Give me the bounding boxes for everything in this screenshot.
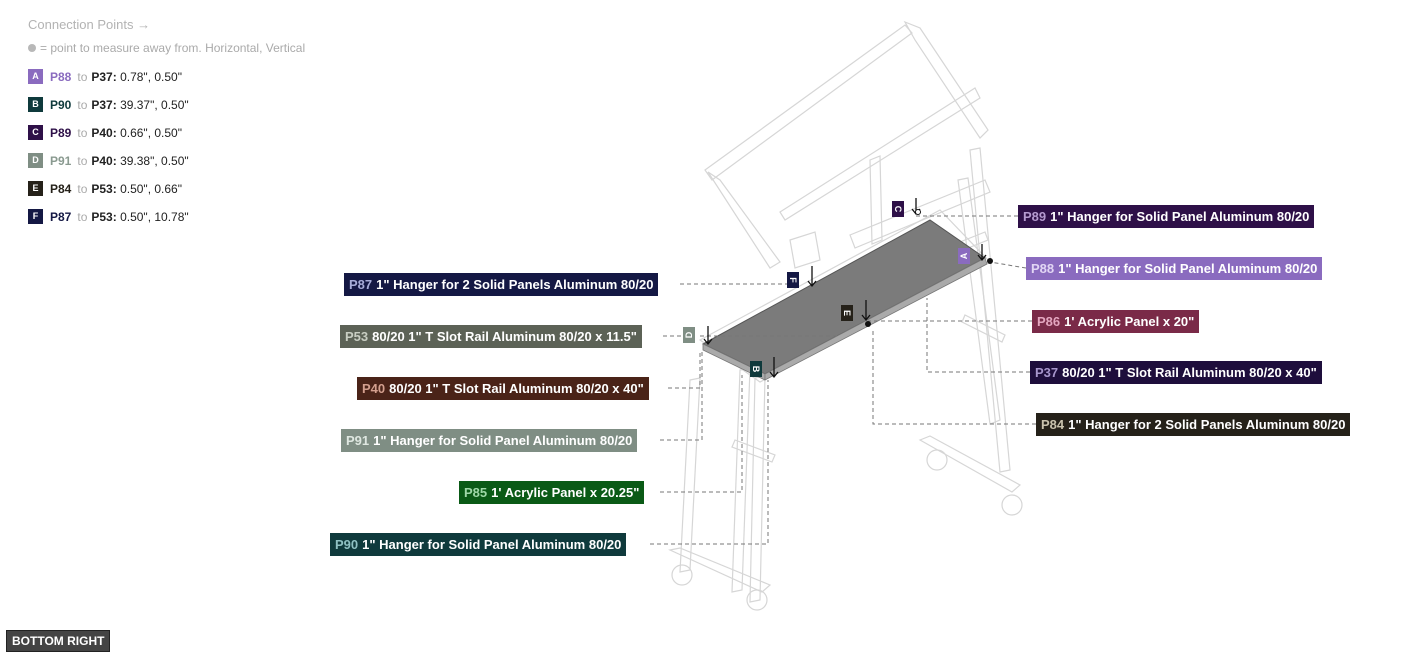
connection-to: P40: bbox=[91, 126, 117, 140]
marker-b[interactable]: B bbox=[750, 361, 762, 377]
connection-to-word: to bbox=[77, 70, 88, 84]
part-name: 80/20 1" T Slot Rail Aluminum 80/20 x 40… bbox=[1062, 365, 1317, 380]
connection-value: 39.37", 0.50" bbox=[120, 98, 189, 112]
part-id: P86 bbox=[1037, 314, 1061, 329]
part-id: P87 bbox=[349, 277, 373, 292]
part-name: 80/20 1" T Slot Rail Aluminum 80/20 x 11… bbox=[372, 329, 637, 344]
measure-dot-e bbox=[865, 321, 871, 327]
part-id: P37 bbox=[1035, 365, 1059, 380]
part-name: 1" Hanger for 2 Solid Panels Aluminum 80… bbox=[376, 277, 654, 292]
connection-to-word: to bbox=[77, 98, 88, 112]
part-name: 1' Acrylic Panel x 20.25" bbox=[491, 485, 640, 500]
connection-value: 39.38", 0.50" bbox=[120, 154, 189, 168]
connection-to: P53: bbox=[91, 210, 117, 224]
connection-to-word: to bbox=[77, 182, 88, 196]
part-id: P40 bbox=[362, 381, 386, 396]
part-name: 1" Hanger for Solid Panel Aluminum 80/20 bbox=[373, 433, 633, 448]
connection-from: P84 bbox=[50, 182, 72, 196]
leader-lines bbox=[650, 215, 1036, 545]
marker-a[interactable]: A bbox=[958, 248, 970, 264]
measure-dot-c bbox=[915, 209, 921, 215]
connection-from: P89 bbox=[50, 126, 72, 140]
part-name: 1" Hanger for 2 Solid Panels Aluminum 80… bbox=[1068, 417, 1346, 432]
connection-badge: D bbox=[28, 153, 43, 168]
measure-arrows bbox=[703, 198, 987, 379]
measure-dot-a bbox=[987, 258, 993, 264]
connection-value: 0.78", 0.50" bbox=[120, 70, 182, 84]
dot-icon bbox=[28, 44, 36, 52]
part-id: P84 bbox=[1041, 417, 1065, 432]
view-bottom-right-button[interactable]: BOTTOM RIGHT bbox=[6, 630, 111, 652]
connection-from: P90 bbox=[50, 98, 72, 112]
connection-badge: C bbox=[28, 125, 43, 140]
marker-d[interactable]: D bbox=[683, 327, 695, 343]
acrylic-panel-shape bbox=[701, 219, 986, 375]
part-id: P89 bbox=[1023, 209, 1047, 224]
part-name: 80/20 1" T Slot Rail Aluminum 80/20 x 40… bbox=[389, 381, 644, 396]
connection-to: P37: bbox=[91, 98, 117, 112]
connection-to-word: to bbox=[77, 126, 88, 140]
connection-from: P87 bbox=[50, 210, 72, 224]
connection-value: 0.50", 10.78" bbox=[120, 210, 189, 224]
legend-note-text: = point to measure away from. Horizontal… bbox=[40, 41, 306, 55]
marker-f[interactable]: F bbox=[787, 272, 799, 288]
part-name: 1" Hanger for Solid Panel Aluminum 80/20 bbox=[1058, 261, 1318, 276]
connection-badge: F bbox=[28, 209, 43, 224]
part-name: 1" Hanger for Solid Panel Aluminum 80/20 bbox=[1050, 209, 1310, 224]
connection-from: P91 bbox=[50, 154, 72, 168]
connection-to: P37: bbox=[91, 70, 117, 84]
connection-to: P40: bbox=[91, 154, 117, 168]
connection-badge: A bbox=[28, 69, 43, 84]
part-name: 1" Hanger for Solid Panel Aluminum 80/20 bbox=[362, 537, 622, 552]
part-id: P91 bbox=[346, 433, 370, 448]
part-id: P90 bbox=[335, 537, 359, 552]
marker-c[interactable]: C bbox=[892, 201, 904, 217]
connection-value: 0.66", 0.50" bbox=[120, 126, 182, 140]
legend-note: = point to measure away from. Horizontal… bbox=[28, 41, 305, 55]
connection-to-word: to bbox=[77, 154, 88, 168]
connection-to: P53: bbox=[91, 182, 117, 196]
part-name: 1' Acrylic Panel x 20" bbox=[1064, 314, 1195, 329]
connection-badge: E bbox=[28, 181, 43, 196]
frame-outline bbox=[668, 20, 1023, 611]
connection-to-word: to bbox=[77, 210, 88, 224]
part-id: P85 bbox=[464, 485, 488, 500]
connection-from: P88 bbox=[50, 70, 72, 84]
legend-title: Connection Points → bbox=[28, 17, 151, 32]
marker-e[interactable]: E bbox=[841, 305, 853, 321]
part-id: P53 bbox=[345, 329, 369, 344]
connection-value: 0.50", 0.66" bbox=[120, 182, 182, 196]
connection-badge: B bbox=[28, 97, 43, 112]
part-id: P88 bbox=[1031, 261, 1055, 276]
